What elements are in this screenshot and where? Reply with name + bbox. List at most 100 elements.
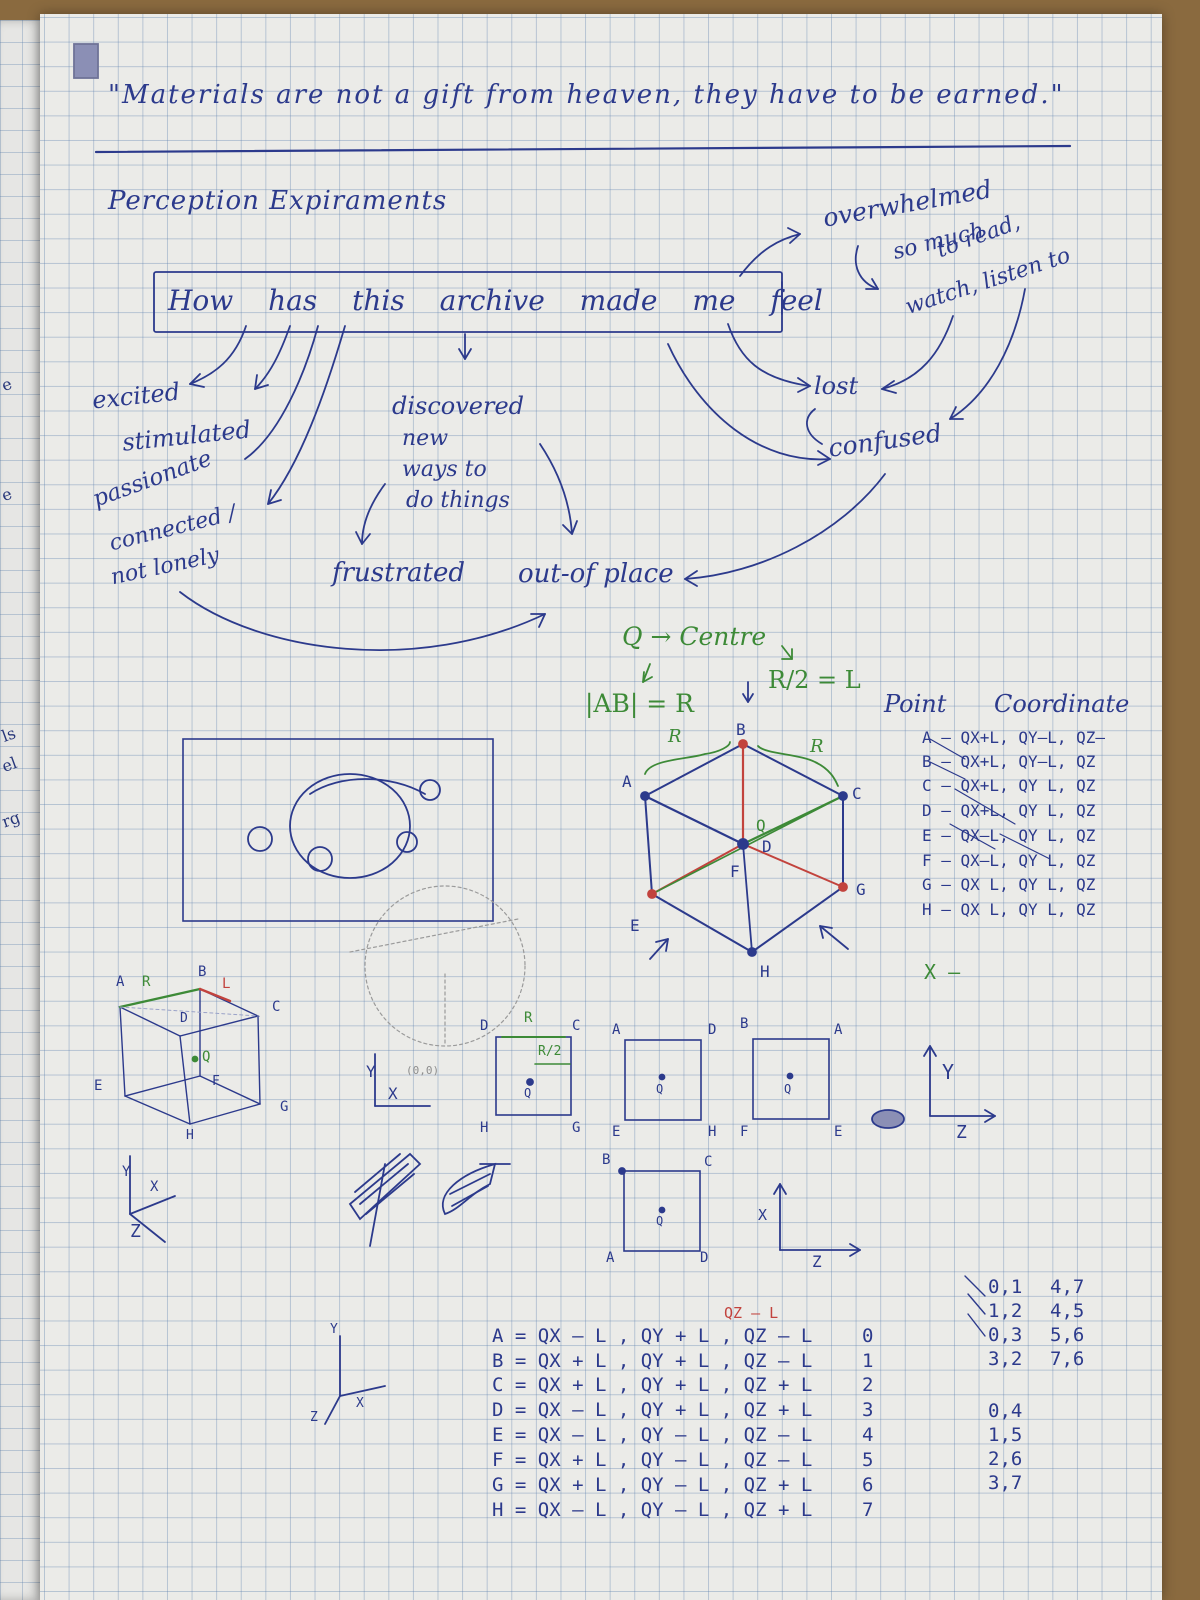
coordinate-origin: (0,0) bbox=[406, 1064, 440, 1077]
discovered-line: ways to bbox=[402, 457, 487, 482]
cube-label: A bbox=[116, 974, 125, 990]
cube-label: D bbox=[180, 1011, 188, 1026]
cube-label: F bbox=[212, 1074, 220, 1089]
sketch-sphere bbox=[289, 773, 411, 879]
axis-label: X bbox=[388, 1084, 398, 1103]
cube-label: B bbox=[198, 964, 207, 980]
arrow-out-of-place bbox=[539, 443, 573, 535]
edge-pair: 7,6 bbox=[1050, 1348, 1085, 1370]
discovered-line: discovered bbox=[392, 392, 525, 420]
adjacent-page-strip: e e ls el rg bbox=[0, 20, 44, 1600]
square-label: H bbox=[708, 1124, 717, 1140]
sketch-layer bbox=[73, 43, 1072, 1425]
axis-label: Y bbox=[942, 1060, 955, 1084]
formula-row: H = QX – L , QY – L , QZ + L bbox=[492, 1499, 813, 1521]
arrow-lost-confused bbox=[806, 408, 823, 445]
index-item: 2 bbox=[862, 1374, 874, 1396]
arrow-connected bbox=[267, 325, 346, 505]
formula-row: A = QX – L , QY + L , QZ – L bbox=[492, 1325, 813, 1347]
hex-label: H bbox=[760, 962, 770, 981]
square-label: Q bbox=[656, 1214, 664, 1228]
discovered-line: new bbox=[402, 426, 449, 451]
square-label: F bbox=[740, 1124, 749, 1140]
axis-label: Z bbox=[130, 1221, 141, 1242]
axis-label: Y bbox=[330, 1322, 338, 1337]
edge-pair: 3,7 bbox=[988, 1472, 1023, 1494]
axis-label: Y bbox=[366, 1062, 376, 1081]
hex-label: B bbox=[736, 720, 746, 739]
index-item: 5 bbox=[862, 1449, 874, 1471]
r-half-equals-l: R/2 = L bbox=[768, 666, 861, 694]
square-label: D bbox=[700, 1250, 709, 1266]
index-item: 4 bbox=[862, 1424, 874, 1446]
hex-label-r: R bbox=[668, 726, 682, 747]
hex-label: D bbox=[762, 837, 772, 856]
axis-label: X bbox=[758, 1206, 768, 1224]
point-row: C – QX+L, QY L, QZ bbox=[922, 776, 1096, 795]
formula-row: C = QX + L , QY + L , QZ + L bbox=[492, 1374, 813, 1396]
arrow-so-much-lost bbox=[881, 315, 954, 390]
square-label: A bbox=[612, 1022, 621, 1038]
square-label: B bbox=[602, 1152, 611, 1168]
index-item: 0 bbox=[862, 1325, 874, 1347]
arrow-excited bbox=[189, 325, 247, 385]
square-label: Q bbox=[524, 1086, 532, 1100]
cube-label: C bbox=[272, 999, 281, 1015]
square-view bbox=[752, 1038, 830, 1120]
hex-label: A bbox=[622, 772, 632, 791]
spine-text: e bbox=[0, 373, 15, 396]
cube-label: H bbox=[186, 1128, 194, 1143]
spine-text: rg bbox=[0, 807, 23, 832]
square-label: H bbox=[480, 1120, 489, 1136]
cube-label: G bbox=[280, 1099, 289, 1115]
axis-label: X bbox=[150, 1179, 159, 1195]
square-label: R/2 bbox=[538, 1044, 562, 1059]
arrow-confused-out bbox=[684, 473, 886, 580]
formula-row: G = QX + L , QY – L , QZ + L bbox=[492, 1474, 813, 1496]
square-label: B bbox=[740, 1016, 749, 1032]
hex-label: C bbox=[852, 784, 862, 803]
edge-pair: 0,4 bbox=[988, 1400, 1023, 1422]
axis-label: Z bbox=[956, 1122, 967, 1143]
point-row: F – QX–L, QY L, QZ bbox=[922, 851, 1096, 870]
coordinate-header: Coordinate bbox=[994, 690, 1130, 718]
quote-underline bbox=[94, 144, 1072, 154]
square-label: D bbox=[708, 1022, 717, 1038]
arrow-passionate bbox=[244, 325, 319, 460]
cube-label: Q bbox=[202, 1049, 211, 1065]
formula-row: E = QX – L , QY – L , QZ – L bbox=[492, 1424, 813, 1446]
index-item: 1 bbox=[862, 1350, 874, 1372]
square-label: A bbox=[834, 1022, 843, 1038]
square-label: A bbox=[606, 1250, 615, 1266]
square-label: E bbox=[834, 1124, 843, 1140]
hex-label-r: R bbox=[810, 736, 824, 757]
r-brace-right bbox=[757, 745, 839, 787]
cube-label: L bbox=[222, 976, 231, 992]
point-row: D – QX+L, QY L, QZ bbox=[922, 801, 1096, 820]
point-row: B – QX+L, QY–L, QZ bbox=[922, 752, 1096, 771]
cube-label: E bbox=[94, 1078, 103, 1094]
hatched-shape bbox=[348, 1152, 422, 1221]
arrow-lost bbox=[727, 323, 811, 387]
square-label: C bbox=[572, 1018, 581, 1034]
point-header: Point bbox=[884, 690, 947, 718]
edge-pair: 1,5 bbox=[988, 1424, 1023, 1446]
corner-mark bbox=[73, 43, 99, 79]
square-label: G bbox=[572, 1120, 581, 1136]
edge-pair: 4,7 bbox=[1050, 1276, 1085, 1298]
axis-label: X bbox=[356, 1396, 364, 1411]
point-row: H – QX L, QY L, QZ bbox=[922, 900, 1096, 919]
square-label: R bbox=[524, 1010, 533, 1026]
edge-pair: 3,2 bbox=[988, 1348, 1023, 1370]
arrow-confused bbox=[667, 343, 831, 461]
arrow-overwhelmed bbox=[739, 233, 801, 277]
spine-text: el bbox=[0, 753, 20, 776]
feeling-out-of-place: out-of place bbox=[518, 559, 674, 589]
edge-pair: 2,6 bbox=[988, 1448, 1023, 1470]
square-label: D bbox=[480, 1018, 489, 1034]
point-row: A – QX+L, QY–L, QZ– bbox=[922, 728, 1106, 747]
hatched-shape bbox=[442, 1162, 497, 1216]
edge-pair: 1,2 bbox=[988, 1300, 1023, 1322]
hex-label: F bbox=[730, 862, 740, 881]
point-row: E – QX–L, QY L, QZ bbox=[922, 826, 1096, 845]
